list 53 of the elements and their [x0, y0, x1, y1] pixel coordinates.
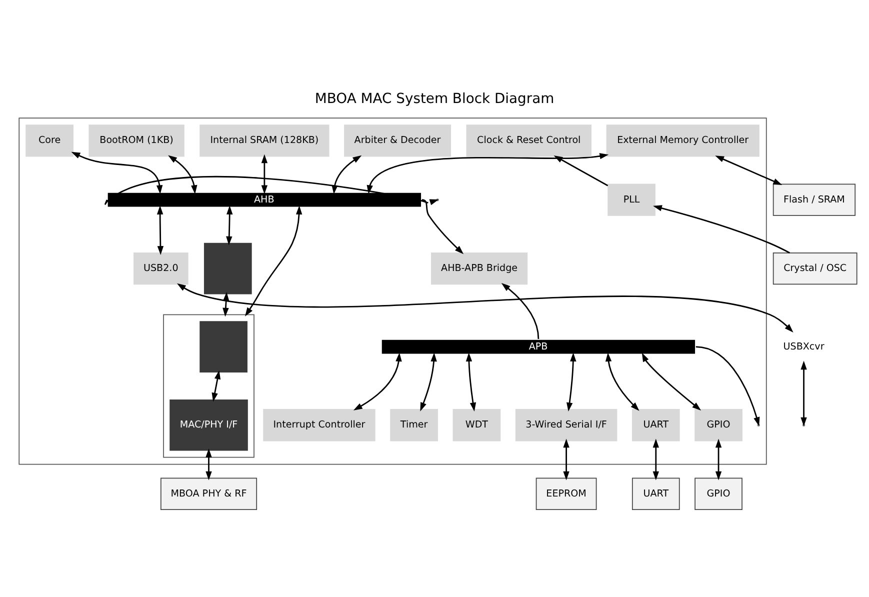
- arrow: [245, 205, 302, 316]
- node-box: GPIO: [694, 477, 742, 510]
- arrow: [168, 154, 198, 194]
- arrow: [261, 154, 268, 194]
- node-box: BootROM (1KB): [88, 124, 184, 156]
- node-box: Internal SRAM (128KB): [200, 124, 330, 156]
- arrow: [466, 352, 476, 411]
- arrow: [566, 352, 576, 411]
- arrow: [696, 346, 760, 426]
- diagram-title: MBOA MAC System Block Diagram: [314, 90, 554, 107]
- arrow: [71, 151, 163, 194]
- node-box: AHB: [108, 192, 422, 206]
- node-box: [200, 320, 248, 372]
- node-box: 3-Wired Serial I/F: [515, 408, 618, 441]
- node-box: UART: [632, 408, 680, 441]
- arrow: [652, 438, 659, 480]
- node-box: Flash / SRAM: [772, 183, 856, 216]
- node-box: EEPROM: [536, 477, 597, 510]
- arrow: [715, 155, 782, 184]
- arrow: [366, 152, 609, 194]
- node-box: Crystal / OSC: [772, 252, 858, 284]
- arrow: [642, 352, 702, 410]
- arrow: [226, 205, 233, 245]
- node-box: MAC/PHY I/F: [170, 398, 248, 450]
- node-box: External Memory Controller: [606, 124, 760, 156]
- node-box: Arbiter & Decoder: [344, 124, 452, 156]
- arrow: [554, 154, 608, 186]
- arrow: [605, 352, 640, 410]
- node-box: AHB-APB Bridge: [431, 252, 528, 284]
- arrow: [420, 352, 437, 411]
- arrow: [353, 352, 402, 410]
- node-box: USB2.0: [134, 252, 188, 284]
- arrow: [176, 282, 794, 332]
- node-box: Clock & Reset Control: [466, 124, 592, 156]
- node-box: Core: [26, 124, 74, 156]
- node-box: [204, 242, 252, 294]
- node-box: PLL: [608, 183, 656, 216]
- arrow: [563, 438, 570, 480]
- arrow: [501, 282, 540, 339]
- arrow: [206, 448, 212, 480]
- node-box: APB: [382, 339, 696, 354]
- node-box: Interrupt Controller: [263, 408, 376, 441]
- arrow: [212, 370, 221, 402]
- node-box: Timer: [390, 408, 438, 441]
- cluster: [18, 117, 767, 464]
- arrow: [653, 204, 790, 253]
- arrow: [715, 438, 722, 480]
- node-box: UART: [632, 477, 680, 510]
- node-box: WDT: [452, 408, 501, 441]
- node-box: MBOA PHY & RF: [160, 477, 258, 510]
- arrow: [156, 205, 164, 254]
- node-text: USBXcvr: [783, 340, 824, 352]
- node-box: GPIO: [694, 408, 742, 441]
